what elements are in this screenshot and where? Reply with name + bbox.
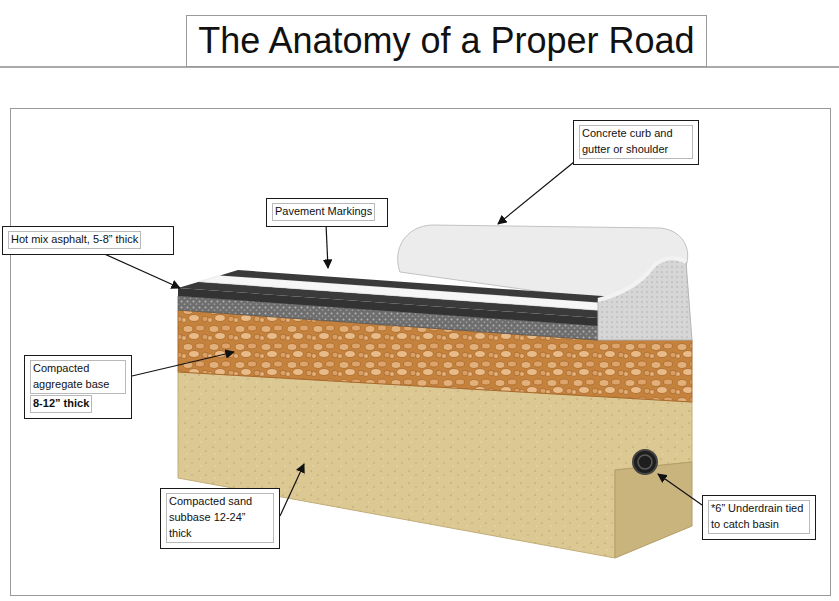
callout-text: Pavement Markings xyxy=(272,203,375,221)
callout-box: Hot mix asphalt, 5-8” thick xyxy=(2,226,174,255)
asphalt-lane xyxy=(220,270,658,305)
leader-line xyxy=(132,352,234,376)
curb-top xyxy=(598,258,686,300)
title-box: The Anatomy of a Proper Road xyxy=(186,15,707,67)
callout-box: Pavement Markings xyxy=(266,198,388,227)
leader-line xyxy=(326,224,328,268)
drain-trench xyxy=(615,462,692,558)
leader-line xyxy=(280,464,304,516)
callout-text: Concrete curb and gutter or shoulder xyxy=(579,125,693,159)
leader-line xyxy=(100,252,180,288)
callout-box: Concrete curb and gutter or shoulder xyxy=(573,120,699,165)
callout-text: *6” Underdrain tied to catch basin xyxy=(708,500,810,534)
callout-text: Compacted aggregate base xyxy=(30,360,126,394)
leader-line xyxy=(498,162,574,224)
callout-text: 8-12” thick xyxy=(30,395,92,413)
callout-box: Compacted aggregate base8-12” thick xyxy=(24,355,132,419)
callout-box: *6” Underdrain tied to catch basin xyxy=(702,495,816,540)
pavement-marking xyxy=(199,275,640,311)
concrete-curb xyxy=(598,258,692,340)
callout-text: Compacted sand subbase 12-24” thick xyxy=(166,493,274,543)
title: The Anatomy of a Proper Road xyxy=(198,20,694,62)
callout-box: Compacted sand subbase 12-24” thick xyxy=(160,488,280,549)
illustration-frame xyxy=(11,109,831,596)
leader-line xyxy=(658,474,702,505)
pipe-opening xyxy=(638,455,652,469)
callout-text: Hot mix asphalt, 5-8” thick xyxy=(8,231,141,249)
underdrain-pipe xyxy=(633,450,657,474)
